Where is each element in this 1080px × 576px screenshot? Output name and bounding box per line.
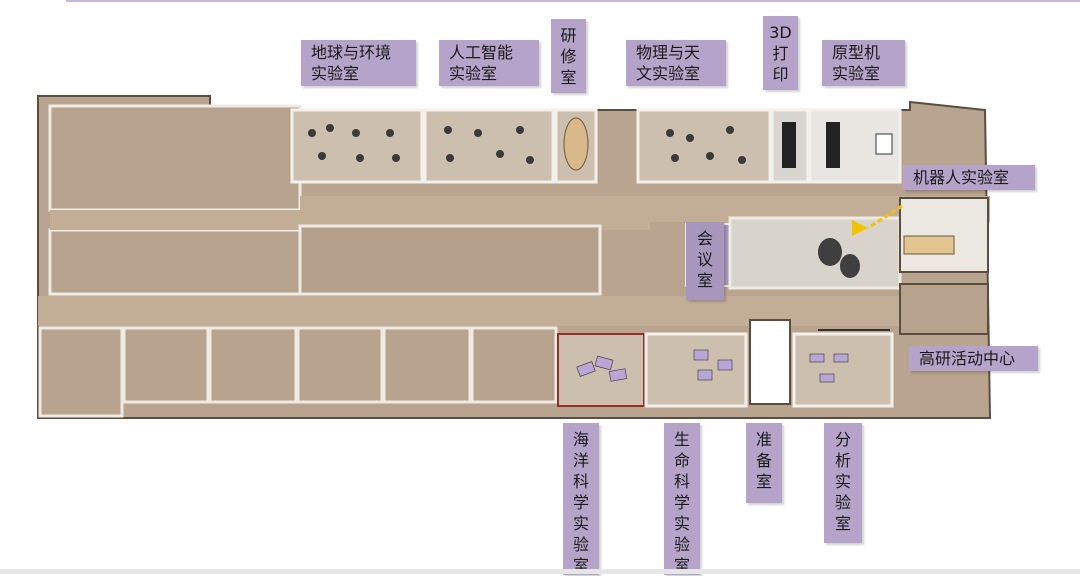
label-prep-room: 准 备 室 — [746, 423, 782, 503]
lab-analysis — [792, 332, 894, 408]
robot-track-1 — [818, 238, 842, 266]
lower-room-1 — [38, 326, 124, 418]
label-prototype-lab: 原型机 实验室 — [822, 40, 905, 86]
lab-ai — [423, 108, 555, 184]
robot-lab-table — [903, 235, 955, 255]
advanced-center — [899, 283, 989, 335]
robot-arrow — [852, 220, 868, 236]
lower-room-6 — [470, 326, 558, 404]
label-ocean-lab: 海 洋 科 学 实 验 室 — [563, 423, 599, 575]
label-robot-lab: 机器人实验室 — [903, 165, 1035, 190]
label-study-room: 研 修 室 — [551, 19, 586, 93]
study-table — [563, 117, 589, 171]
lower-room-2 — [122, 326, 210, 404]
label-analysis-lab: 分 析 实 验 室 — [824, 423, 862, 543]
lab-ocean — [557, 333, 645, 407]
bottom-divider-line — [0, 569, 1080, 574]
label-physics-lab: 物理与天 文实验室 — [626, 40, 726, 86]
label-3d-printing: 3D 打 印 — [763, 16, 798, 90]
lab-physics — [636, 108, 772, 184]
robot-lab-annex — [899, 197, 989, 273]
left-room-upper — [48, 104, 302, 212]
floor-plan — [37, 95, 992, 419]
lab-prep — [749, 319, 791, 405]
robot-track-2 — [840, 254, 860, 278]
lower-corridor — [38, 296, 988, 326]
prototype-bench-2 — [826, 122, 840, 168]
label-advanced-center: 高研活动中心 — [909, 346, 1038, 371]
lower-room-3 — [208, 326, 298, 404]
robot-lab — [728, 216, 902, 290]
prototype-machine — [875, 133, 893, 155]
label-ai-lab: 人工智能 实验室 — [439, 40, 539, 86]
lower-room-4 — [296, 326, 384, 404]
central-rooms — [298, 224, 602, 296]
label-meeting-room: 会 议 室 — [686, 222, 724, 300]
left-room-middle — [48, 228, 302, 296]
top-divider-line — [66, 0, 1080, 2]
label-life-lab: 生 命 科 学 实 验 室 — [664, 423, 700, 575]
lab-earth — [290, 108, 424, 184]
prototype-bench-1 — [782, 122, 796, 168]
lower-room-5 — [382, 326, 472, 404]
label-earth-lab: 地球与环境 实验室 — [301, 40, 416, 86]
